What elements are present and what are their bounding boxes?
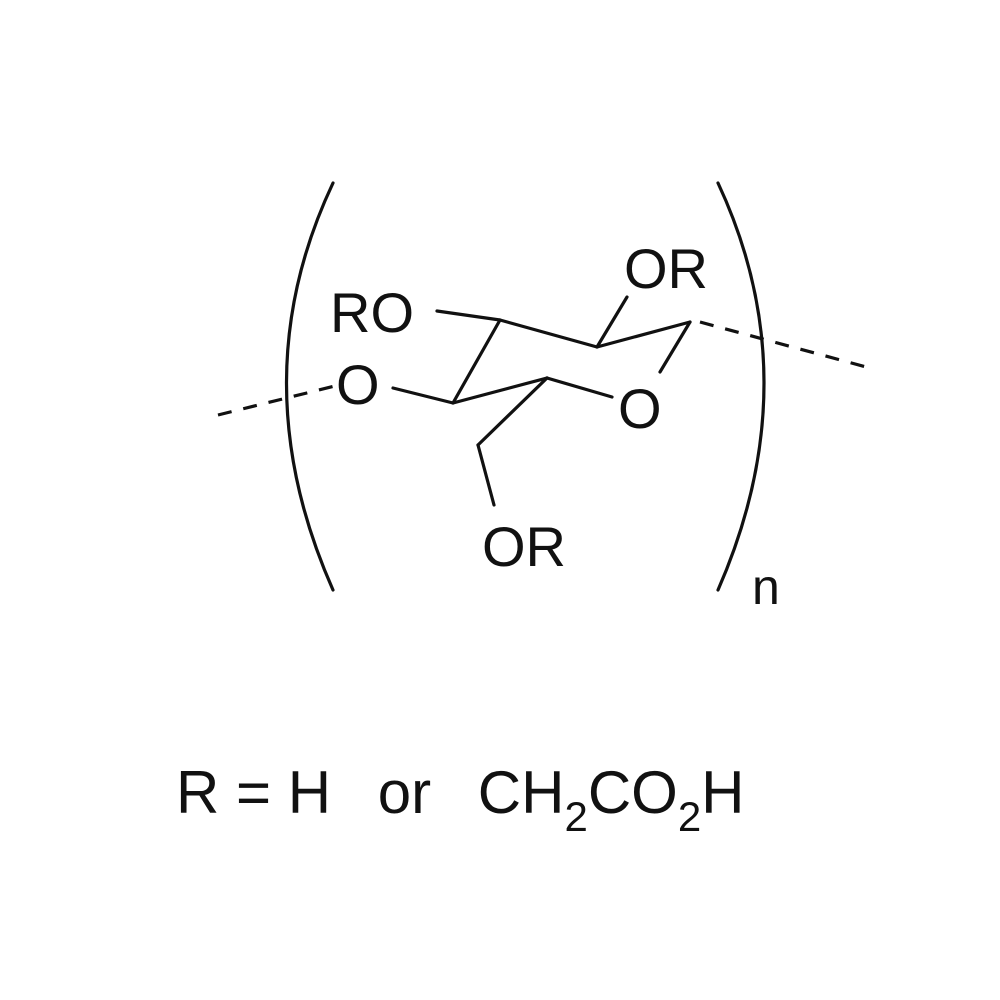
bond-c2-or [595,295,629,349]
left-continuation-bond [217,384,336,417]
legend-r: R [176,759,220,826]
legend-equals: = [236,759,272,826]
r-group-definition: R = H or CH2CO2H [176,758,745,841]
bond-ro-c3 [435,309,502,322]
bond-o-c4 [391,386,455,405]
legend-or: or [377,759,432,826]
o-ring-label: O [618,377,662,440]
bond-c3-c4 [451,318,502,405]
bond-c3-c2 [498,318,599,349]
ro-left-label: RO [330,281,414,344]
right-continuation-bond [699,320,871,370]
or-bottom-label: OR [482,515,566,578]
left-bracket [285,181,335,592]
repeat-subscript-n: n [752,559,780,615]
legend-h: H [287,759,332,826]
bond-c1-oring [658,320,692,374]
bond-c4-c5 [451,376,549,405]
right-bracket [716,181,766,592]
legend-formula: CH2CO2H [477,759,745,840]
o-glycosidic-label: O [336,353,380,416]
bond-c2-c1 [595,320,692,349]
bond-c5-c6 [476,376,549,447]
bond-c5-oring [545,376,614,399]
or-top-label: OR [624,237,708,300]
bond-c6-or [476,443,496,507]
